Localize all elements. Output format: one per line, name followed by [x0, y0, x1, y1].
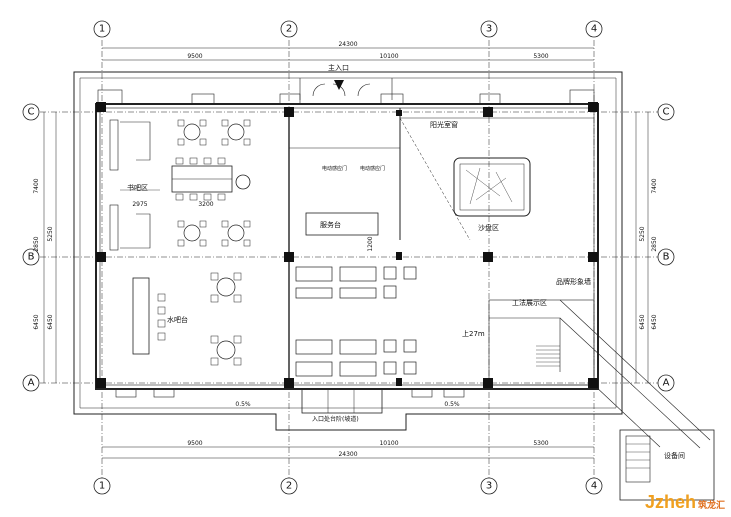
label-reading-area: 书吧区 — [127, 183, 148, 192]
axis-bubble-row-b-left — [22, 248, 40, 266]
axis-bubble-row-a-left — [22, 374, 40, 392]
dim-service-desk: 1200 — [367, 236, 374, 251]
label-sunlight-room: 阳光室窗 — [430, 120, 458, 129]
dim-top-span-1: 9500 — [187, 53, 202, 60]
axis-bubble-col-3-bottom — [480, 477, 498, 495]
dim-bottom-total: 24300 — [338, 451, 357, 458]
axis-label-row-c-right: C — [663, 107, 670, 118]
axis-label-col-2-bottom: 2 — [286, 481, 292, 492]
axis-label-row-b-left: B — [28, 252, 35, 263]
dim-reading-width: 2975 — [132, 201, 147, 208]
axis-label-col-3-bottom: 3 — [486, 481, 492, 492]
axis-label-row-a-right: A — [663, 378, 670, 389]
label-material-display: 品牌形象墙 — [556, 277, 591, 286]
dim-top-total: 24300 — [338, 41, 357, 48]
dim-bottom-span-1: 9500 — [187, 440, 202, 447]
axis-bubble-row-b-right — [657, 248, 675, 266]
label-door-note-2: 电动感应门 — [360, 165, 385, 172]
axis-label-row-b-right: B — [663, 252, 670, 263]
label-crafts-display-area: 工法展示区 — [512, 298, 547, 307]
axis-label-col-2-top: 2 — [286, 24, 292, 35]
label-lobby-note: 入口处台阶(坡道) — [312, 415, 359, 423]
dim-right-small-1: 5250 — [639, 226, 646, 241]
dim-top-span-2: 10100 — [379, 53, 398, 60]
axis-bubble-col-4-bottom — [585, 477, 603, 495]
dim-reading-depth: 3200 — [198, 201, 213, 208]
axis-label-col-4-bottom: 4 — [591, 481, 597, 492]
dim-right-small-2: 6450 — [639, 314, 646, 329]
dim-left-1: 7400 — [33, 178, 40, 193]
label-stair-note: 上27m — [462, 329, 485, 338]
dim-top-span-3: 5300 — [533, 53, 548, 60]
dim-left-small-1: 5250 — [47, 226, 54, 241]
axis-bubble-row-a-right — [657, 374, 675, 392]
label-service-desk: 服务台 — [320, 220, 341, 229]
axis-label-row-c-left: C — [28, 107, 35, 118]
dim-slope-right: 0.5% — [444, 401, 460, 408]
axis-bubble-col-3-top — [480, 20, 498, 38]
dim-slope-left: 0.5% — [235, 401, 251, 408]
axis-label-row-a-left: A — [28, 378, 35, 389]
dim-left-2: 2850 — [33, 236, 40, 251]
dim-bottom-span-2: 10100 — [379, 440, 398, 447]
axis-bubble-col-4-top — [585, 20, 603, 38]
dim-right-3: 6450 — [651, 314, 658, 329]
label-water-bar: 水吧台 — [167, 315, 188, 324]
axis-bubble-col-2-top — [280, 20, 298, 38]
axis-label-col-1-top: 1 — [99, 24, 105, 35]
label-sand-table-area: 沙盘区 — [478, 223, 499, 232]
watermark-brand-cn: 筑龙汇 — [697, 500, 725, 510]
axis-bubble-col-2-bottom — [280, 477, 298, 495]
axis-bubble-col-1-top — [93, 20, 111, 38]
label-equipment-room: 设备间 — [664, 451, 685, 460]
axis-bubble-row-c-right — [657, 103, 675, 121]
axis-bubble-col-1-bottom — [93, 477, 111, 495]
axis-label-col-1-bottom: 1 — [99, 481, 105, 492]
dim-left-small-2: 6450 — [47, 314, 54, 329]
label-door-note-1: 电动感应门 — [322, 165, 347, 172]
dim-right-1: 7400 — [651, 178, 658, 193]
watermark-brand: Jzheh — [644, 492, 696, 512]
axis-bubble-row-c-left — [22, 103, 40, 121]
axis-label-col-3-top: 3 — [486, 24, 492, 35]
dim-left-3: 6450 — [33, 314, 40, 329]
dim-right-2: 2850 — [651, 236, 658, 251]
label-main-entrance: 主入口 — [328, 63, 349, 72]
axis-label-col-4-top: 4 — [591, 24, 597, 35]
dim-bottom-span-3: 5300 — [533, 440, 548, 447]
